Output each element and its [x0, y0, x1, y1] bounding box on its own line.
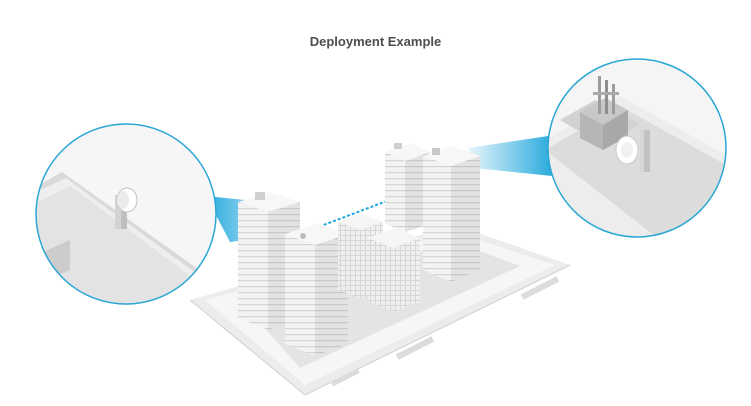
building-grid-large	[368, 228, 420, 312]
right-signal-beam	[468, 136, 552, 176]
right-callout	[547, 58, 727, 238]
building-center-front	[285, 223, 348, 356]
left-callout	[35, 123, 217, 305]
building-right-tall	[423, 146, 480, 282]
diagram-title: Deployment Example	[309, 34, 442, 49]
